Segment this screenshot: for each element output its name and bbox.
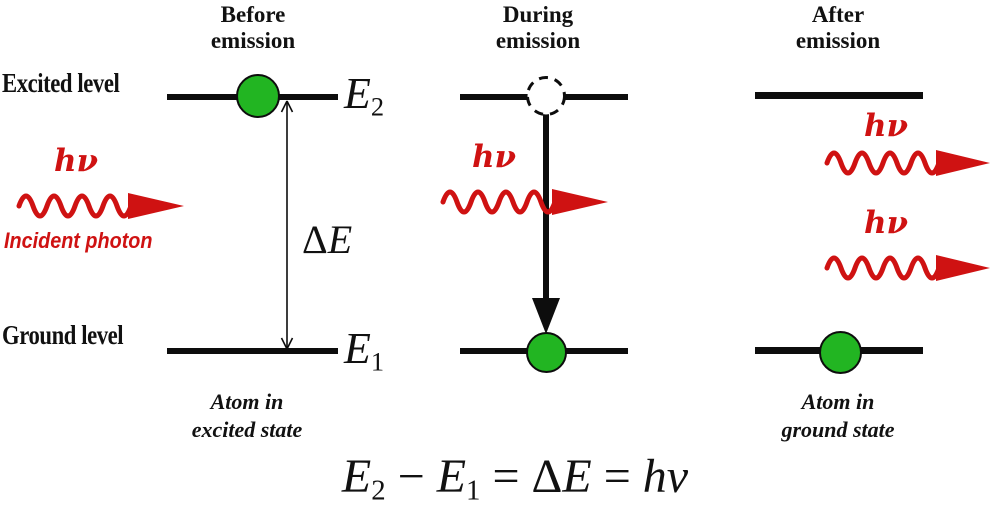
delta-symbol: Δ — [302, 217, 328, 262]
panel-title-after-line1: After — [811, 2, 865, 27]
atom-circle-ground-after — [819, 331, 862, 374]
eq-e2-sub: 2 — [371, 474, 386, 507]
panel-title-during: During emission — [458, 2, 618, 54]
dashed-atom-circle — [526, 76, 566, 116]
caption-before-line2: excited state — [191, 417, 303, 442]
photon-arrowhead — [552, 189, 608, 215]
delta-e-double-arrow — [280, 100, 294, 350]
photon-wave-icon-after-2 — [824, 255, 990, 281]
eq-delta-e: E — [562, 450, 592, 503]
energy-equation: E2−E1=ΔE=hν — [195, 448, 835, 508]
e1-label: E1 — [344, 327, 384, 375]
eq-e1-sub: 1 — [466, 474, 481, 507]
e2-label: E2 — [344, 72, 384, 120]
e1-subscript: 1 — [370, 346, 385, 377]
eq-equals-2: = — [603, 450, 631, 503]
hnu-label-during: hν — [472, 139, 517, 175]
panel-title-before-line2: emission — [210, 28, 296, 53]
caption-before: Atom in excited state — [157, 388, 337, 444]
panel-title-after: After emission — [758, 2, 918, 54]
eq-e2-base: E — [341, 450, 372, 503]
atom-circle-ground-during — [526, 332, 567, 373]
hnu-label-incident: hν — [54, 143, 99, 179]
eq-h: h — [642, 450, 667, 503]
caption-after-line1: Atom in — [801, 389, 875, 414]
hnu-label-after-2: hν — [864, 205, 909, 241]
panel-title-before: Before emission — [173, 2, 333, 54]
photon-arrowhead — [936, 150, 990, 176]
eq-e1-base: E — [436, 450, 467, 503]
delta-e-base: E — [327, 217, 353, 262]
photon-wave-icon-after-1 — [824, 150, 990, 176]
eq-minus: − — [397, 450, 425, 503]
photon-wave-icon-during — [440, 189, 608, 215]
e2-base: E — [344, 69, 371, 118]
eq-nu: ν — [666, 450, 689, 503]
panel-title-after-line2: emission — [795, 28, 881, 53]
excited-level-label: Excited level — [2, 68, 120, 98]
incident-photon-caption: Incident photon — [4, 228, 153, 253]
caption-after-line2: ground state — [781, 417, 895, 442]
ground-level-line-before — [167, 348, 338, 354]
ground-level-label: Ground level — [2, 320, 124, 350]
caption-before-line1: Atom in — [210, 389, 284, 414]
panel-title-during-line2: emission — [495, 28, 581, 53]
e1-base: E — [344, 324, 371, 373]
e2-subscript: 2 — [370, 91, 385, 122]
panel-title-before-line1: Before — [220, 2, 286, 27]
photon-arrowhead — [936, 255, 990, 281]
excited-level-line-after — [755, 92, 923, 99]
transition-down-arrow — [532, 110, 560, 334]
panel-title-during-line1: During — [502, 2, 574, 27]
photon-wave-icon-incident — [16, 193, 184, 219]
caption-after: Atom in ground state — [748, 388, 928, 444]
atom-circle-excited-before — [236, 74, 280, 118]
delta-e-label: ΔE — [302, 220, 352, 260]
eq-equals-1: = — [492, 450, 520, 503]
photon-arrowhead — [128, 193, 184, 219]
hnu-label-after-1: hν — [864, 108, 909, 144]
eq-delta: Δ — [531, 450, 563, 503]
